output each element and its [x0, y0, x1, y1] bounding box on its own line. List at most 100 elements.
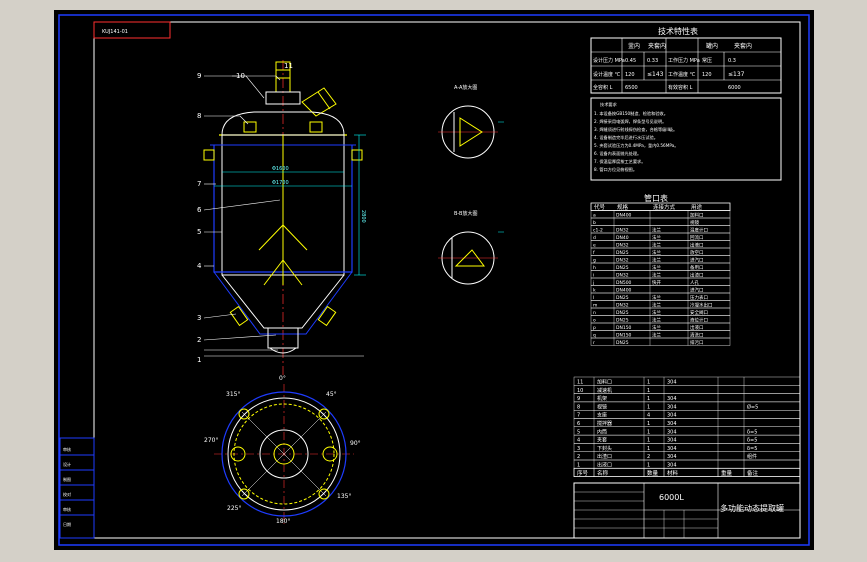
- bom-cell: 支座: [597, 412, 607, 419]
- nozzle-cell: 快开: [652, 279, 661, 286]
- nozzle-header-cell: 用途: [691, 203, 703, 211]
- part-label: 8: [197, 112, 201, 120]
- product-name: 多功能动态提取罐: [720, 503, 784, 513]
- nozzle-cell: DN150: [616, 325, 632, 331]
- nozzle-cell: 出液口: [690, 242, 704, 249]
- nozzle-cell: 回流口: [690, 234, 704, 241]
- tech-row-label: 有效容积 L: [668, 84, 693, 91]
- nozzle-cell: k: [593, 288, 596, 294]
- angle-label: 45°: [326, 391, 337, 398]
- nozzle-cell: 法兰: [652, 332, 661, 339]
- bom-cell: 304: [667, 438, 677, 444]
- spec-label: 6000L: [659, 493, 684, 502]
- bom-header-cell: 数量: [647, 469, 659, 477]
- nozzle-cell: DN32: [616, 273, 629, 279]
- bom-cell: 组件: [747, 453, 757, 460]
- bom-cell: 8: [577, 404, 580, 410]
- nozzle-cell: q: [593, 334, 596, 339]
- dim-height: 2800: [360, 210, 366, 223]
- bom-cell: 出液口: [597, 462, 612, 469]
- nozzle-cell: DN25: [616, 340, 629, 346]
- side-label: 制图: [63, 476, 71, 482]
- bom-cell: 304: [667, 380, 677, 386]
- part-label: 11: [284, 62, 293, 70]
- nozzle-cell: 加料口: [690, 212, 704, 219]
- tech-value: 0.45: [625, 58, 636, 64]
- nozzle-cell: DN400: [616, 213, 632, 219]
- side-label: 日期: [63, 521, 71, 527]
- tech-table-title: 技术特性表: [658, 26, 698, 36]
- bom-cell: 1: [647, 438, 650, 444]
- side-label: 设计: [63, 461, 71, 467]
- nozzle-cell: 进汽口: [690, 257, 704, 264]
- bom-cell: 5: [577, 429, 580, 435]
- bom-cell: 1: [647, 429, 650, 435]
- bom-cell: δ=5: [747, 429, 757, 435]
- nozzle-cell: DN25: [616, 295, 629, 301]
- dim-inner-dia: Φ1600: [272, 166, 289, 172]
- bom-header-cell: 序号: [577, 469, 589, 477]
- bom-cell: 304: [667, 421, 677, 427]
- dim-outer-dia: Φ1700: [272, 180, 289, 186]
- bom-cell: 1: [647, 396, 650, 402]
- tech-value: ≤137: [728, 71, 745, 78]
- note-line: 8. 管口方位见俯视图。: [594, 166, 637, 173]
- part-label: 9: [197, 72, 201, 80]
- side-label: 审核: [63, 506, 71, 512]
- bom-header-cell: 备注: [747, 469, 759, 477]
- bom-cell: δ=5: [747, 446, 757, 452]
- plan-view: 0° 45° 90° 135° 180° 225° 270° 315°: [204, 375, 361, 525]
- bom-cell: 1: [647, 388, 650, 394]
- tech-row-label: 全容积 L: [593, 84, 613, 91]
- tech-row-label: 工作压力 MPa: [668, 57, 700, 64]
- bom-cell: 4: [647, 413, 650, 419]
- nozzle-cell: p: [593, 326, 596, 331]
- bom-cell: Ø=5: [747, 403, 758, 410]
- nozzle-cell: a: [593, 214, 596, 219]
- bom-cell: 减速机: [597, 387, 612, 394]
- tech-row-label: 工作温度 ℃: [668, 71, 696, 78]
- angle-label: 270°: [204, 437, 218, 444]
- nozzle-cell: 出液口: [690, 324, 704, 331]
- bom-cell: 11: [577, 380, 583, 386]
- tech-value: 0.3: [728, 58, 736, 64]
- bom-cell: 1: [647, 463, 650, 469]
- nozzle-cell: 法兰: [652, 257, 661, 264]
- outer-frame: [58, 14, 810, 546]
- bom-cell: 2: [577, 454, 580, 460]
- part-label: 4: [197, 262, 202, 270]
- angle-label: 90°: [350, 440, 361, 447]
- bom-cell: 4: [577, 438, 580, 444]
- bom-header-cell: 重量: [721, 469, 733, 477]
- col-header: 釜内: [628, 42, 640, 50]
- nozzle-cell: 法兰: [652, 309, 661, 316]
- angle-label: 225°: [227, 505, 241, 512]
- tech-value: 6500: [625, 85, 638, 91]
- nozzle-cell: 清洗口: [690, 332, 704, 339]
- bom-cell: 304: [667, 463, 677, 469]
- nozzle-cell: 安全阀口: [690, 309, 708, 316]
- section-a: A-A放大图: [438, 84, 504, 159]
- bom-cell: 搅拌器: [597, 420, 612, 427]
- elevation-view: Φ1600 Φ1700 2800: [203, 60, 366, 375]
- nozzle-cell: 压力表口: [690, 294, 708, 301]
- nozzle-cell: 液位计口: [690, 317, 708, 324]
- tech-row-label: 设计压力 MPa: [593, 57, 625, 64]
